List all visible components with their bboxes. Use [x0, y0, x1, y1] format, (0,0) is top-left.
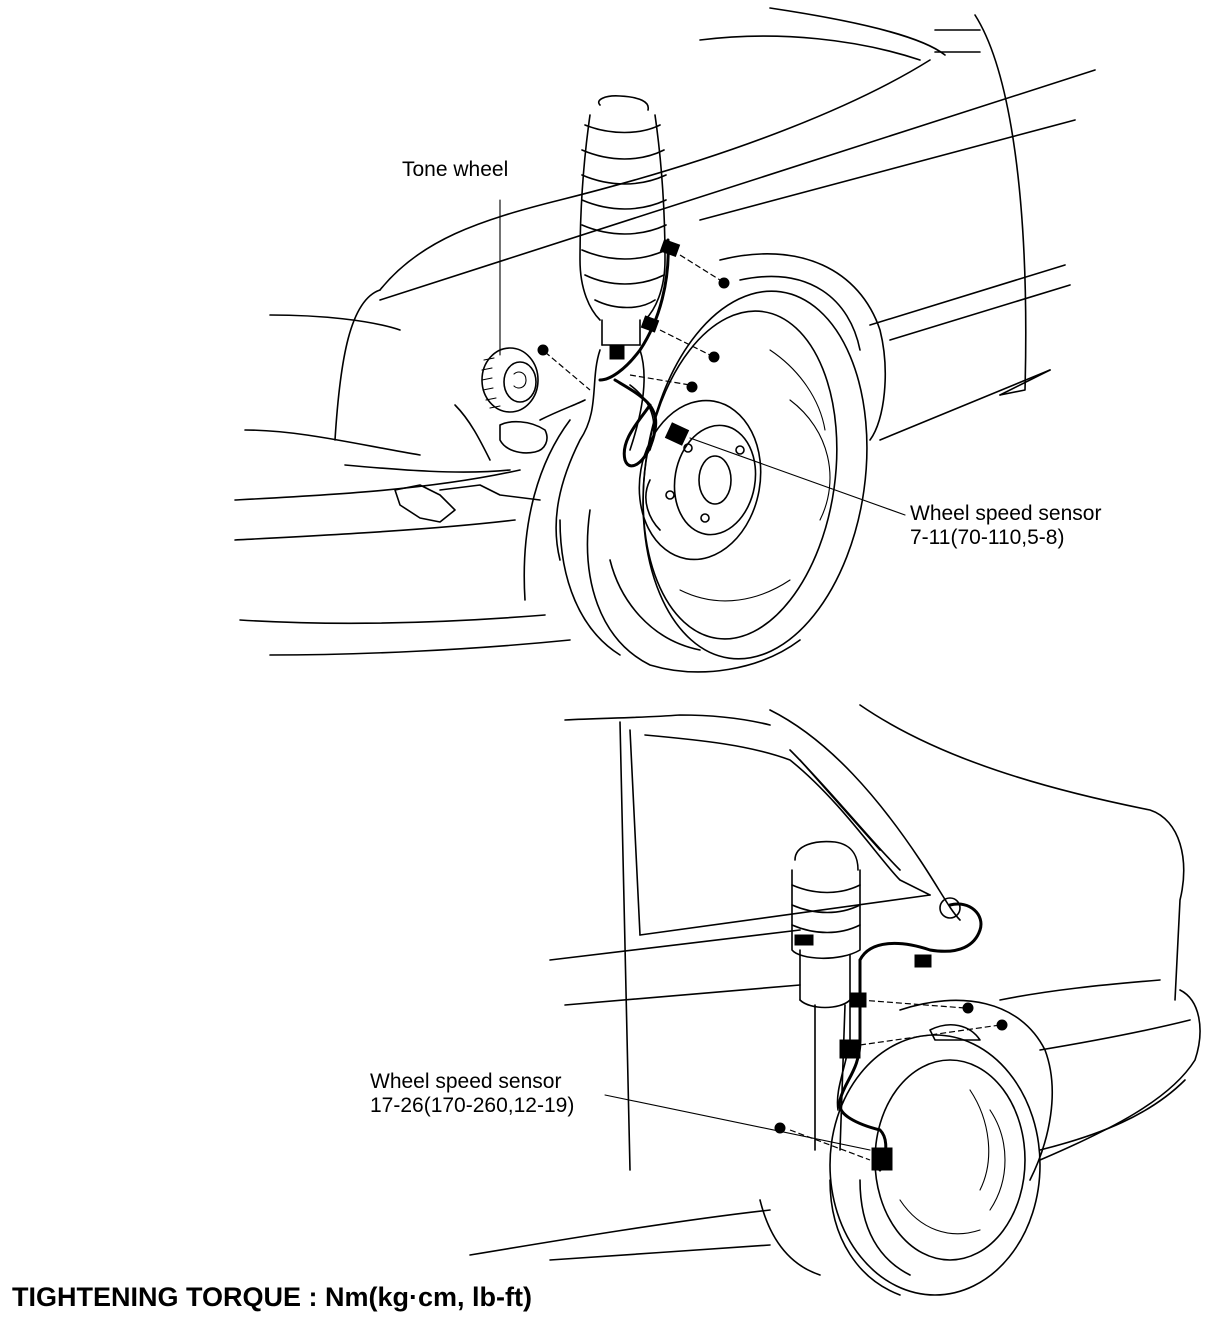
rear-sensor-name: Wheel speed sensor	[370, 1070, 562, 1093]
front-wheel-assembly	[234, 7, 1096, 673]
tone-wheel-label: Tone wheel	[402, 158, 508, 182]
front-sensor-torque: 7-11(70-110,5-8)	[910, 526, 1065, 549]
front-sensor-name: Wheel speed sensor	[910, 502, 1102, 525]
rear-wheel-speed-sensor-label: Wheel speed sensor 17-26(170-260,12-19)	[370, 1070, 574, 1118]
front-wheel-speed-sensor-label: Wheel speed sensor 7-11(70-110,5-8)	[910, 502, 1101, 550]
tightening-torque-caption: TIGHTENING TORQUE : Nm(kg·cm, lb-ft)	[12, 1282, 532, 1312]
rear-sensor-torque: 17-26(170-260,12-19)	[370, 1094, 575, 1117]
rear-wheel-assembly	[469, 704, 1201, 1296]
tone-wheel-label-text: Tone wheel	[402, 158, 509, 181]
